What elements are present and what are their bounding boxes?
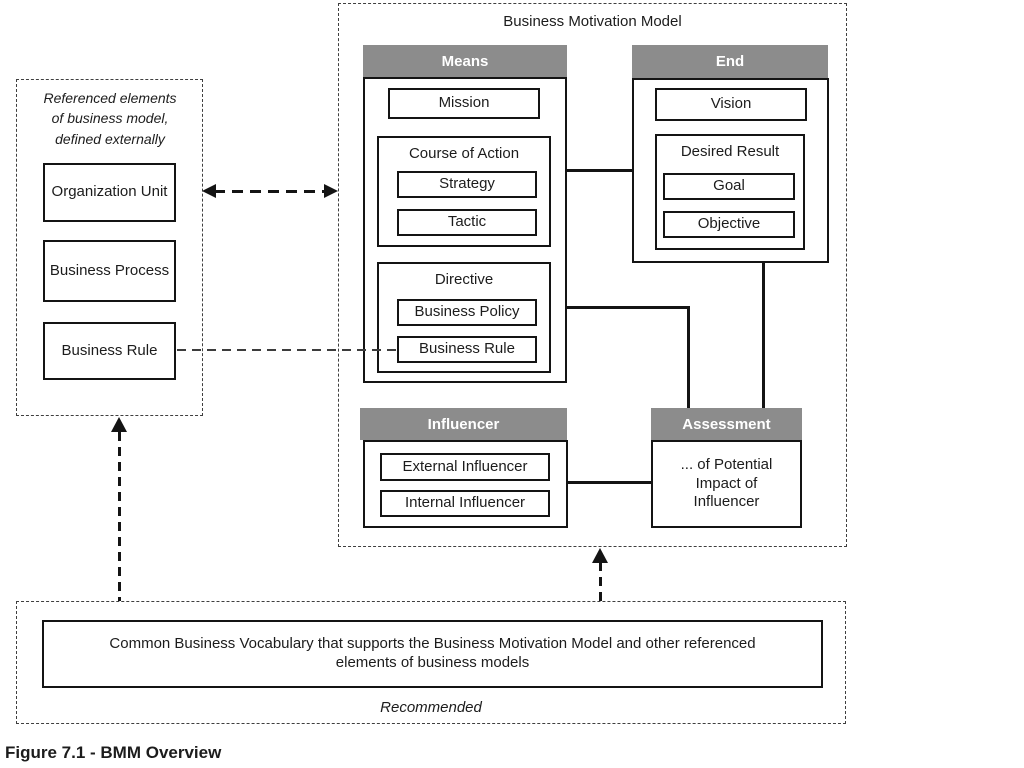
mission-box: Mission xyxy=(388,88,540,119)
business-policy-box: Business Policy xyxy=(397,299,537,326)
assessment-body: ... of Potential Impact of Influencer xyxy=(651,440,802,528)
end-header: End xyxy=(632,45,828,78)
external-bmm-arrowhead-right-icon xyxy=(324,184,338,198)
figure-caption: Figure 7.1 - BMM Overview xyxy=(5,743,222,762)
external-elements-note: Referenced elements of business model, d… xyxy=(43,90,177,147)
directive-label: Directive xyxy=(434,271,494,288)
vocabulary-external-arrowhead-icon xyxy=(111,417,127,432)
connector-business-rule-link xyxy=(177,349,398,351)
external-bmm-arrowhead-left-icon xyxy=(202,184,216,198)
recommended-note: Recommended xyxy=(380,699,482,716)
vocabulary-box: Common Business Vocabulary that supports… xyxy=(42,620,823,688)
assessment-header: Assessment xyxy=(651,408,802,440)
business-rule-external-box: Business Rule xyxy=(43,322,176,380)
course-of-action-label: Course of Action xyxy=(408,145,520,162)
external-influencer-box: External Influencer xyxy=(380,453,550,481)
objective-box: Objective xyxy=(663,211,795,238)
desired-result-label: Desired Result xyxy=(680,143,780,160)
connector-influencer-assessment xyxy=(568,481,652,484)
means-header: Means xyxy=(363,45,567,77)
bmm-panel xyxy=(338,3,847,547)
business-rule-box: Business Rule xyxy=(397,336,537,363)
connector-end-assessment-vertical xyxy=(762,263,765,408)
vocabulary-bmm-arrowhead-icon xyxy=(592,548,608,563)
vocabulary-bmm-arrow-line xyxy=(599,562,602,601)
strategy-box: Strategy xyxy=(397,171,537,198)
organization-unit-box: Organization Unit xyxy=(43,163,176,222)
connector-directive-assessment-horizontal xyxy=(567,306,690,309)
external-elements-panel xyxy=(16,79,203,416)
internal-influencer-box: Internal Influencer xyxy=(380,490,550,517)
influencer-header: Influencer xyxy=(360,408,567,440)
vocabulary-panel xyxy=(16,601,846,724)
business-process-box: Business Process xyxy=(43,240,176,302)
connector-course-of-action-desired-result xyxy=(567,169,633,172)
vision-box: Vision xyxy=(655,88,807,121)
goal-box: Goal xyxy=(663,173,795,200)
external-bmm-arrow-line xyxy=(214,190,326,193)
bmm-title: Business Motivation Model xyxy=(503,13,682,30)
tactic-box: Tactic xyxy=(397,209,537,236)
connector-directive-assessment-vertical xyxy=(687,306,690,408)
vocabulary-external-arrow-line xyxy=(118,432,121,601)
